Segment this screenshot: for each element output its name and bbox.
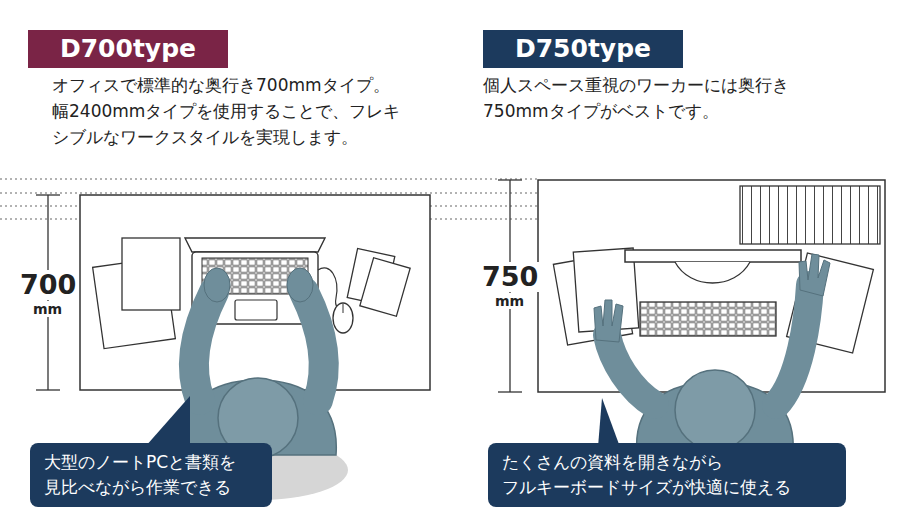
dimension-unit: mm bbox=[31, 301, 64, 317]
callout-pointer bbox=[598, 398, 620, 447]
type-banner: D750type bbox=[483, 30, 683, 68]
monitor bbox=[625, 250, 801, 336]
callout-text: 大型のノートPCと書類を 見比べながら作業できる bbox=[44, 450, 258, 500]
dimension-value: 750 bbox=[480, 262, 540, 292]
documents bbox=[93, 238, 411, 349]
desk-top bbox=[538, 180, 885, 392]
banner-text: D700type bbox=[60, 34, 196, 64]
callout-box: 大型のノートPCと書類を 見比べながら作業できる bbox=[30, 443, 272, 507]
description-text: オフィスで標準的な奥行き700mmタイプ。 幅2400mmタイプを使用することで… bbox=[52, 72, 482, 150]
banner-text: D750type bbox=[515, 34, 651, 64]
dimension-unit: mm bbox=[493, 293, 526, 309]
callout-text: たくさんの資料を開きながら フルキーボードサイズが快適に使える bbox=[502, 450, 832, 500]
file-organizer bbox=[740, 186, 880, 244]
dimension-value: 700 bbox=[18, 270, 78, 300]
desk-top bbox=[80, 195, 430, 390]
documents bbox=[553, 248, 873, 353]
type-banner: D700type bbox=[28, 30, 228, 68]
callout-pointer bbox=[145, 396, 190, 447]
description-text: 個人スペース重視のワーカーには奥行き 750mmタイプがベストです。 bbox=[483, 72, 903, 124]
callout-box: たくさんの資料を開きながら フルキーボードサイズが快適に使える bbox=[488, 443, 846, 507]
